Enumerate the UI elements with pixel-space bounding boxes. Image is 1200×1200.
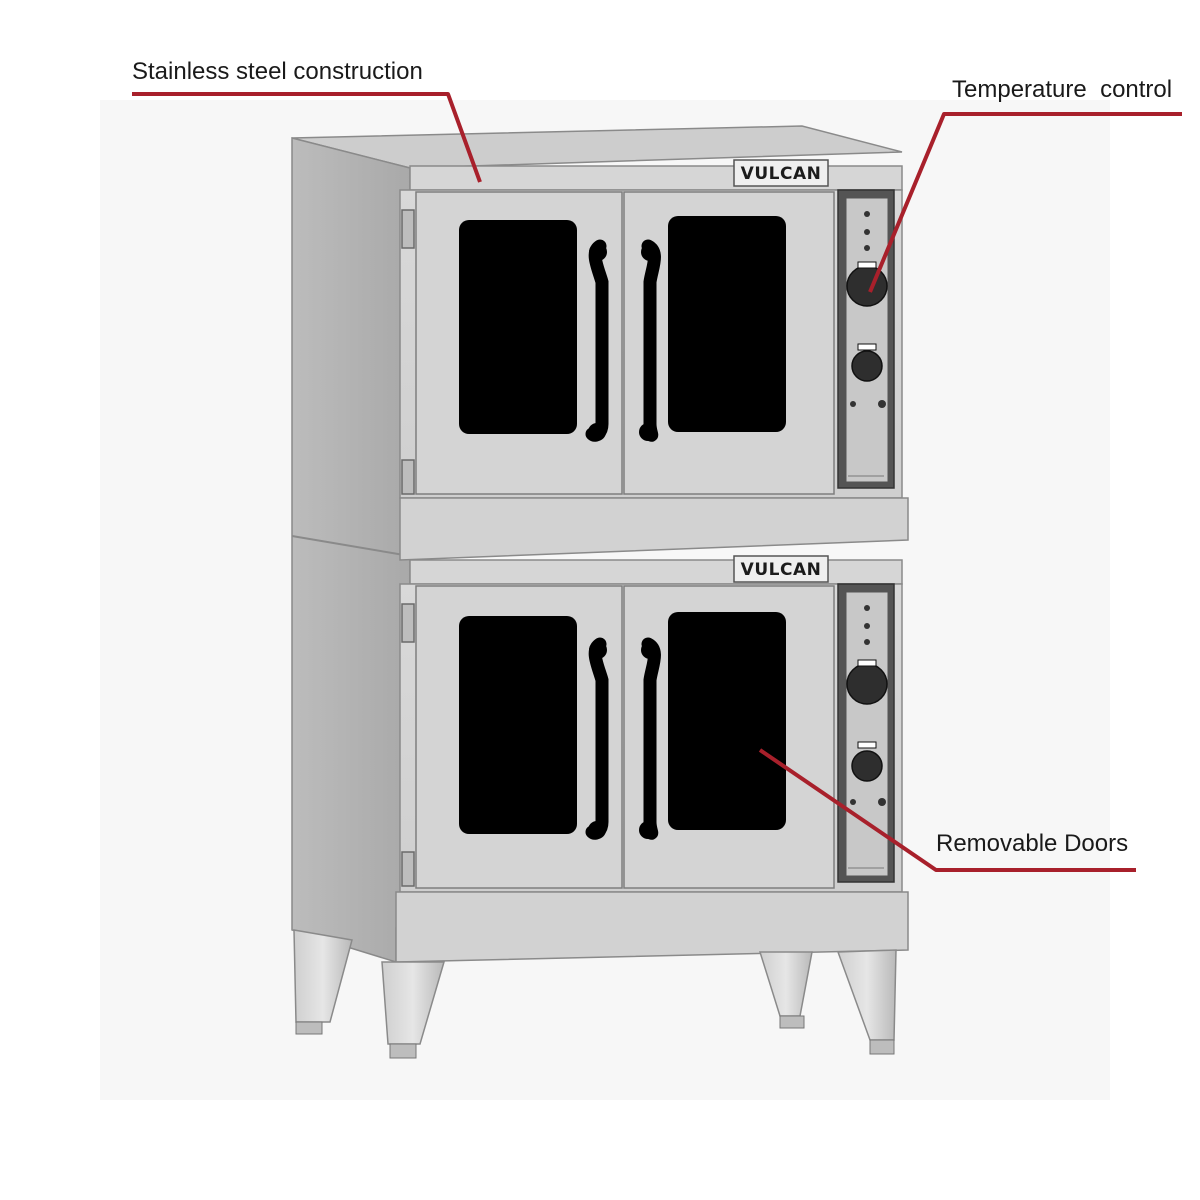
callout-line-removable-doors: [758, 748, 1136, 872]
lower-switch-1[interactable]: [864, 605, 870, 611]
lower-hinge-bottom: [401, 851, 415, 887]
leg-back-left-foot: [295, 1021, 323, 1035]
side-panel: [291, 137, 411, 964]
leg-front-left-foot: [389, 1043, 417, 1059]
upper-switch-3[interactable]: [864, 245, 870, 251]
upper-right-window: [668, 216, 786, 432]
upper-switch-2[interactable]: [864, 229, 870, 235]
upper-temperature-dial[interactable]: [846, 265, 888, 307]
lower-brand-badge: [733, 555, 829, 583]
lower-left-handle-knob-top: [589, 641, 607, 659]
lower-timer-dial[interactable]: [851, 750, 883, 782]
upper-left-window: [459, 220, 577, 434]
upper-brand-logo: VULCAN: [741, 164, 822, 184]
upper-right-handle[interactable]: [641, 239, 661, 442]
base-skirt: [395, 891, 909, 963]
upper-temp-indicator: [857, 261, 877, 269]
lower-left-window: [459, 616, 577, 834]
callout-line-stainless-steel: [132, 92, 482, 183]
upper-oven: VULCAN: [399, 159, 903, 499]
lower-hinge-top: [401, 603, 415, 643]
upper-switch-1[interactable]: [864, 211, 870, 217]
lower-timer-indicator: [857, 741, 877, 749]
leg-front-left: [381, 961, 446, 1045]
upper-hinge-bottom: [401, 459, 415, 495]
lower-temperature-dial[interactable]: [846, 663, 888, 705]
upper-control-panel-inner: [845, 197, 889, 483]
callout-temperature-control-label: Temperature control: [952, 76, 1173, 103]
upper-knob-left[interactable]: [850, 401, 856, 407]
callout-stainless-steel-label: Stainless steel construction: [132, 58, 423, 85]
upper-brand-badge: [733, 159, 829, 187]
leg-back-left: [293, 929, 353, 1023]
lower-switch-3[interactable]: [864, 639, 870, 645]
lower-temp-indicator: [857, 659, 877, 667]
leg-back-right-foot: [779, 1015, 805, 1029]
lower-brand-logo: VULCAN: [741, 560, 822, 580]
upper-right-handle-knob-bottom: [639, 423, 657, 441]
lower-right-handle-knob-top: [641, 641, 659, 659]
callout-removable-doors-label: Removable Doors: [936, 830, 1129, 857]
lower-knob-right[interactable]: [878, 798, 886, 806]
upper-timer-indicator: [857, 343, 877, 351]
callout-line-temperature-control: [868, 112, 1182, 293]
lower-right-handle-knob-bottom: [639, 821, 657, 839]
upper-hinge-top: [401, 209, 415, 249]
upper-left-handle-knob-top: [589, 243, 607, 261]
upper-timer-dial[interactable]: [851, 350, 883, 382]
upper-knob-right[interactable]: [878, 400, 886, 408]
lower-oven: VULCAN: [399, 555, 903, 893]
middle-shelf: [399, 497, 909, 561]
lower-right-handle[interactable]: [641, 637, 661, 840]
upper-right-handle-knob-top: [641, 243, 659, 261]
side-panel-seam: [291, 535, 411, 557]
leg-front-right-foot: [869, 1039, 895, 1055]
lower-switch-2[interactable]: [864, 623, 870, 629]
upper-left-handle-knob-bottom: [588, 423, 606, 441]
lower-right-window: [668, 612, 786, 830]
lower-left-handle-knob-bottom: [588, 821, 606, 839]
lower-knob-left[interactable]: [850, 799, 856, 805]
